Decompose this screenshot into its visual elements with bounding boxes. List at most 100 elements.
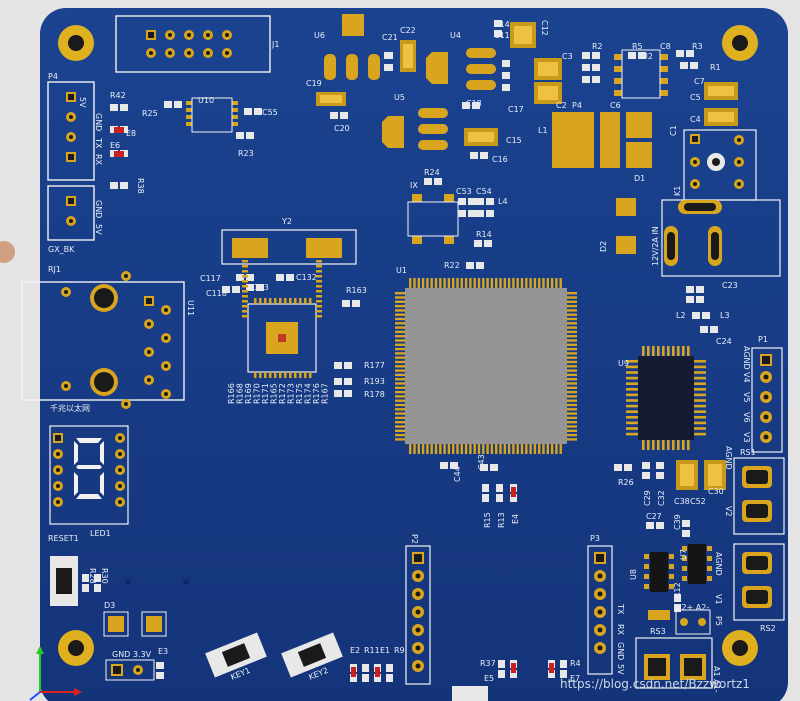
p1-pin-v3: V3 — [742, 432, 751, 443]
label-rcol-9: R174 — [304, 383, 313, 404]
u1-pin — [395, 421, 405, 424]
phy-pin — [316, 290, 322, 293]
phy-pin — [289, 372, 292, 378]
u1-pin — [542, 278, 545, 288]
u1-pin — [395, 309, 405, 312]
label-r26: R26 — [618, 478, 634, 487]
phy-pin — [299, 372, 302, 378]
u1-pin — [395, 296, 405, 299]
phy-pin — [242, 270, 248, 273]
u9-pin — [694, 376, 706, 380]
p4-pin-rx: RX — [94, 154, 103, 166]
label-l4: L4 — [498, 197, 508, 206]
u1-pin — [567, 382, 577, 385]
label-c3: C3 — [562, 52, 573, 61]
label-c43: C43 — [477, 454, 486, 470]
label-r163: R163 — [346, 286, 367, 295]
u9-pin — [687, 440, 690, 450]
label-c5: C5 — [690, 93, 701, 102]
u1-pin — [395, 395, 405, 398]
u1-pin — [567, 296, 577, 299]
label-ix: IX — [410, 181, 418, 190]
u1-pin — [417, 278, 420, 288]
u1-pin — [533, 444, 537, 454]
label-p4: P4 — [48, 72, 58, 81]
u1-pin — [456, 444, 459, 454]
u1-pin — [503, 278, 506, 288]
u1-pin — [395, 373, 405, 377]
label-u9: U9 — [618, 359, 629, 368]
u9-pin — [626, 376, 638, 380]
u1-pin — [395, 416, 405, 420]
label-p5: P5 — [714, 616, 723, 626]
eth-phy-outline — [247, 303, 317, 373]
label-r9: R9 — [394, 646, 405, 655]
u1-pin — [567, 356, 577, 359]
label-c12: C12 — [540, 20, 549, 36]
u1-pin — [512, 444, 515, 454]
u1-pin — [473, 278, 476, 288]
u1-pin — [439, 444, 442, 454]
u1-pin — [395, 292, 405, 295]
u1-pin — [395, 369, 405, 372]
u1-pin — [567, 313, 577, 316]
u1-pin — [567, 343, 577, 346]
phy-pin — [284, 372, 287, 378]
u1-pin — [550, 444, 554, 454]
u1-pin — [546, 278, 549, 288]
label-l2: L2 — [676, 311, 686, 320]
label-c54: C54 — [476, 187, 492, 196]
u1-pin — [434, 444, 438, 454]
u1-pin — [409, 444, 412, 454]
outline-j1 — [115, 15, 271, 73]
phy-pin — [242, 315, 248, 318]
phy-pin — [304, 372, 307, 378]
u9-pin — [694, 404, 706, 408]
label-u1: U1 — [396, 266, 407, 275]
phy-pin — [279, 372, 282, 378]
label-rs3: RS3 — [650, 627, 666, 636]
mcu-u1-body — [405, 288, 567, 444]
u1-pin — [538, 444, 541, 454]
label-a1: A1 A1- — [712, 666, 721, 693]
u1-pin — [447, 444, 451, 454]
u1-pin — [567, 304, 577, 308]
u1-pin — [439, 278, 442, 288]
phy-pin — [309, 372, 312, 378]
u1-pin — [567, 421, 577, 424]
phy-pin — [242, 290, 248, 293]
label-j1: J1 — [271, 40, 279, 49]
u9-pin — [682, 346, 685, 356]
u1-pin — [482, 278, 485, 288]
label-p2: P2 — [410, 534, 419, 544]
u9-pin — [626, 360, 638, 363]
label-r178: R178 — [364, 390, 385, 399]
label-c52: C52 — [690, 497, 706, 506]
u9-pin — [694, 382, 706, 385]
u9-pin — [694, 421, 706, 425]
label-u10: U10 — [198, 96, 214, 105]
label-r23: R23 — [238, 149, 254, 158]
u1-pin — [567, 416, 577, 420]
u1-pin — [395, 378, 405, 381]
u9-pin — [672, 440, 675, 450]
u1-pin — [567, 429, 577, 432]
u9-pin — [657, 440, 660, 450]
label-rs1: RS1 — [740, 448, 756, 457]
u9-pin — [647, 346, 650, 356]
label-k1: K1 — [673, 186, 682, 196]
phy-pin — [316, 300, 322, 303]
u1-pin — [567, 369, 577, 372]
p3-pin-5v: 5V — [616, 664, 625, 675]
u9-pin — [694, 365, 706, 369]
label-c4: C4 — [690, 115, 701, 124]
label-gxbk: GX_BK — [48, 245, 75, 254]
phy-pin — [242, 260, 248, 263]
phy-pin — [316, 265, 322, 268]
phy-pin — [316, 260, 322, 263]
u1-pin — [456, 278, 459, 288]
u1-pin — [395, 365, 405, 368]
u1-pin — [469, 444, 472, 454]
label-e4: E4 — [511, 514, 520, 524]
